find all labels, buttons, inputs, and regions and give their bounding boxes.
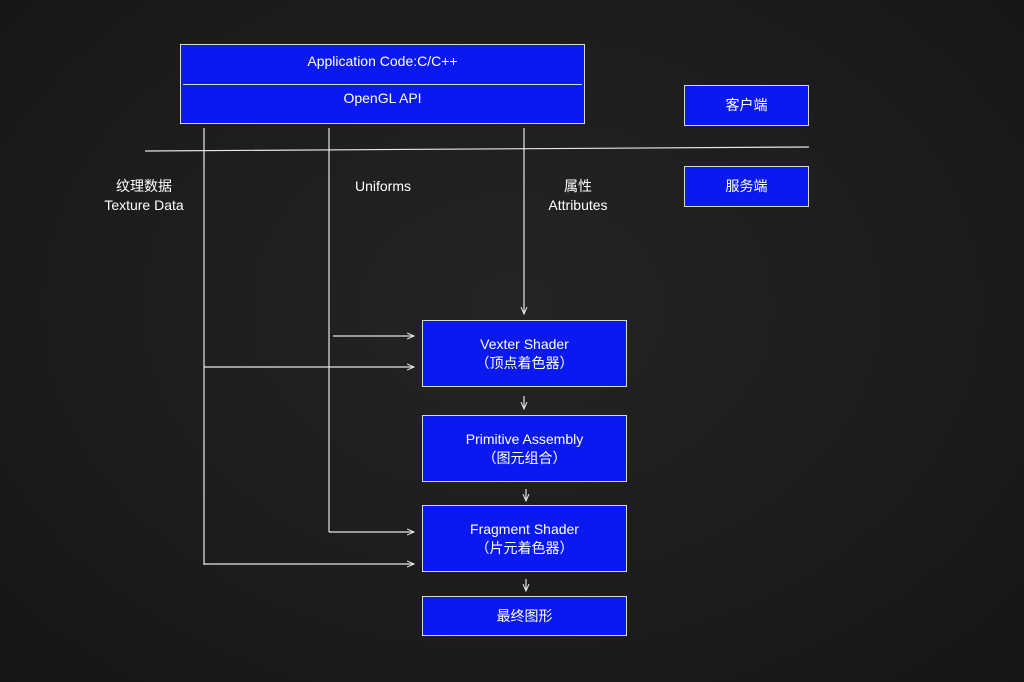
texture-data-en: Texture Data [104,197,184,213]
uniforms-text: Uniforms [354,178,411,194]
fragment-shader-box: Fragment Shader （片元着色器） [422,505,627,572]
client-side-label: 客户端 [725,97,768,113]
texture-data-label: 纹理数据 Texture Data [94,177,194,215]
attributes-cn: 属性 [564,178,592,194]
uniforms-label: Uniforms [343,177,423,196]
primitive-assembly-en: Primitive Assembly [465,430,584,447]
server-side-box: 服务端 [684,166,809,207]
opengl-api-label: OpenGL API [343,90,422,106]
application-code-label: Application Code:C/C++ [307,53,458,69]
vertex-shader-box: Vexter Shader （顶点着色器） [422,320,627,387]
final-image-label: 最终图形 [496,607,553,624]
texture-data-cn: 纹理数据 [116,178,172,194]
vertex-shader-cn: （顶点着色器） [475,354,574,371]
server-side-label: 服务端 [725,178,768,194]
fragment-shader-cn: （片元着色器） [475,539,574,556]
application-api-box: Application Code:C/C++ OpenGL API [180,44,585,124]
client-server-divider [144,146,810,152]
attributes-label: 属性 Attributes [538,177,618,215]
primitive-assembly-cn: （图元组合） [482,449,567,466]
vertex-shader-en: Vexter Shader [480,335,569,352]
client-side-box: 客户端 [684,85,809,126]
fragment-shader-en: Fragment Shader [470,520,579,537]
primitive-assembly-box: Primitive Assembly （图元组合） [422,415,627,482]
attributes-en: Attributes [548,197,608,213]
api-divider [183,84,582,85]
final-image-box: 最终图形 [422,596,627,636]
